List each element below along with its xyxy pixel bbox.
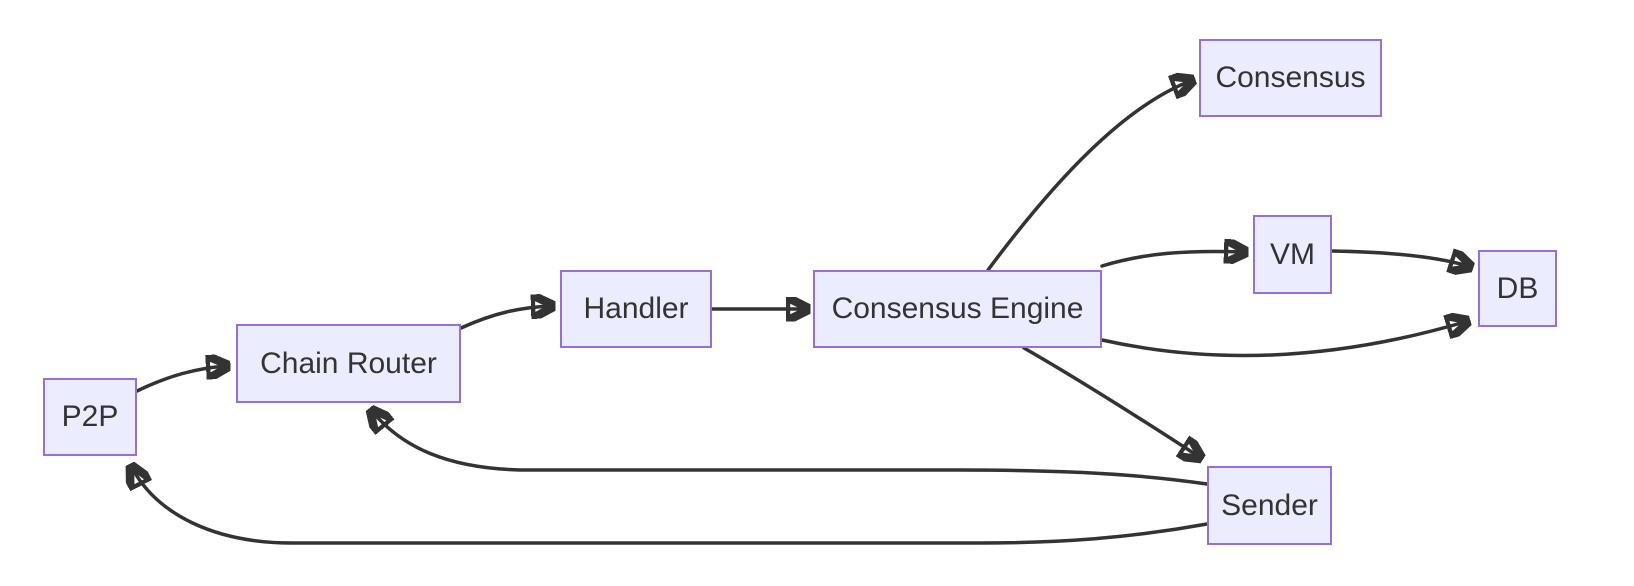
node-handler-label: Handler [583, 292, 689, 325]
edge-consensus-engine-to-sender [1022, 346, 1201, 458]
node-db-label: DB [1496, 271, 1539, 305]
node-sender-label: Sender [1221, 488, 1318, 522]
node-consensus: Consensus [1199, 39, 1382, 117]
node-consensus-label: Consensus [1215, 61, 1366, 94]
node-chain-router-label: Chain Router [260, 346, 437, 380]
node-db: DB [1478, 250, 1557, 327]
edge-sender-to-chain-router [371, 410, 1209, 486]
edge-consensus-engine-to-vm [1100, 251, 1246, 268]
edge-consensus-engine-to-db [1100, 321, 1468, 358]
node-vm-label: VM [1270, 237, 1315, 271]
node-consensus-engine: Consensus Engine [813, 270, 1102, 348]
edge-sender-to-p2p [131, 466, 1209, 545]
node-handler: Handler [560, 270, 712, 348]
edge-p2p-to-chain-router [135, 366, 228, 393]
edge-vm-to-db [1330, 251, 1471, 267]
edge-chain-router-to-handler [459, 306, 553, 330]
node-sender: Sender [1207, 466, 1332, 545]
edge-consensus-engine-to-consensus [986, 80, 1193, 272]
node-p2p-label: P2P [61, 400, 119, 433]
node-chain-router: Chain Router [236, 324, 461, 403]
node-p2p: P2P [43, 378, 137, 456]
node-vm: VM [1253, 215, 1332, 294]
node-consensus-engine-label: Consensus Engine [831, 292, 1084, 325]
